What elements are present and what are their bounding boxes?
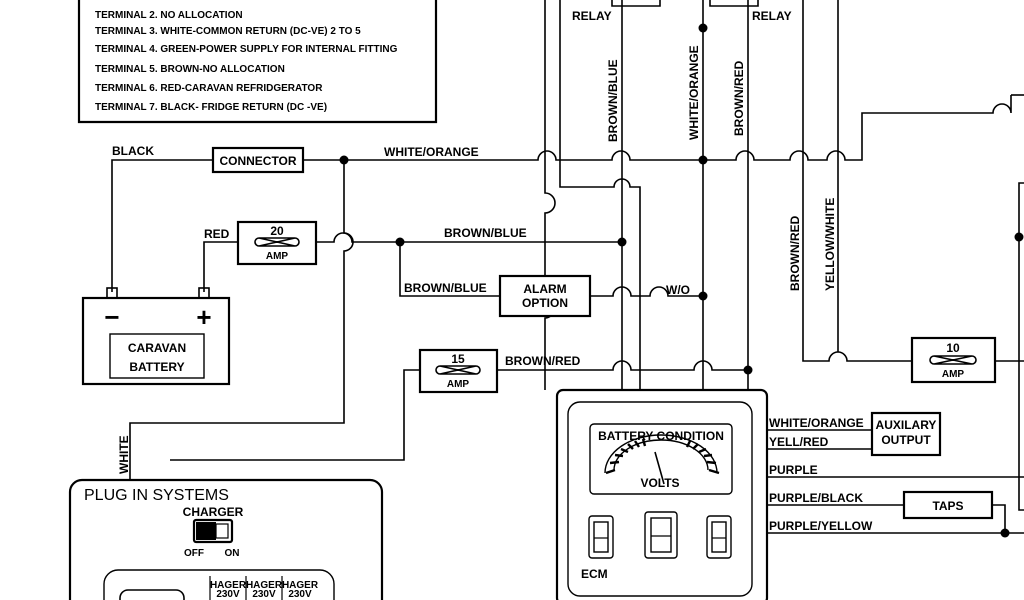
fuse-15-value: 15 [451, 352, 465, 366]
fuse-icon [254, 237, 300, 247]
breaker-label: 230V [252, 589, 276, 600]
alarm-label-line1: ALARM [523, 282, 566, 296]
legend-line: TERMINAL 4. GREEN-POWER SUPPLY FOR INTER… [95, 44, 398, 55]
label-purple-yellow: PURPLE/YELLOW [769, 519, 873, 533]
legend-line: TERMINAL 5. BROWN-NO ALLOCATION [95, 64, 285, 75]
label-brown-blue-vertical: BROWN/BLUE [606, 59, 620, 142]
label-brown-red-right: BROWN/RED [788, 215, 802, 291]
label-red: RED [204, 227, 230, 241]
legend-line: TERMINAL 7. BLACK- FRIDGE RETURN (DC -VE… [95, 102, 327, 113]
fuse-20-unit: AMP [266, 251, 289, 262]
wire-red [203, 241, 238, 292]
junctions [339, 23, 1024, 538]
charger-switch[interactable] [192, 518, 234, 544]
alarm-option-box: ALARM OPTION [498, 274, 592, 318]
label-yellow-white-right: YELLOW/WHITE [823, 198, 837, 291]
label-brown-red: BROWN/RED [505, 354, 581, 368]
battery-label-line2: BATTERY [129, 360, 184, 374]
taps-label: TAPS [932, 499, 963, 513]
ecm-switch-center[interactable] [644, 511, 678, 559]
terminal-legend: TERMINAL 2. NO ALLOCATION TERMINAL 3. WH… [77, 0, 438, 124]
wire-brown-red-lower [497, 360, 748, 371]
wire-labels: BLACK RED WHITE/ORANGE BROWN/BLUE BROWN/… [112, 45, 873, 533]
charger-on-label: ON [225, 548, 240, 559]
breaker-label: 230V [216, 589, 240, 600]
legend-line: TERMINAL 2. NO ALLOCATION [95, 10, 243, 21]
label-brown-red-vertical: BROWN/RED [732, 60, 746, 136]
fuse-10-unit: AMP [942, 369, 965, 380]
legend-line: TERMINAL 3. WHITE-COMMON RETURN (DC-VE) … [95, 26, 361, 37]
meter-unit: VOLTS [640, 476, 679, 490]
wire-runs [111, 0, 1024, 534]
connector-box: CONNECTOR [211, 146, 305, 174]
meter-title: BATTERY CONDITION [598, 429, 724, 443]
fuse-icon [929, 355, 977, 365]
aux-label-line1: AUXILARY [876, 418, 937, 432]
label-white-orange-vertical: WHITE/ORANGE [687, 45, 701, 140]
relay-right-label: RELAY [752, 9, 792, 23]
label-purple-black: PURPLE/BLACK [769, 491, 863, 505]
fuse-15-amp: 15 AMP [418, 348, 499, 394]
breaker-label: HAGER [246, 580, 283, 591]
relay-left: RELAY [572, 0, 661, 23]
legend-line: TERMINAL 6. RED-CARAVAN REFRIDGERATOR [95, 83, 323, 94]
connector-label: CONNECTOR [219, 154, 296, 168]
fuse-10-amp: 10 AMP [910, 336, 997, 384]
breaker-label: HAGER [210, 580, 247, 591]
label-purple: PURPLE [769, 463, 818, 477]
plug-in-title: PLUG IN SYSTEMS [84, 487, 229, 504]
ecm-label: ECM [581, 567, 608, 581]
label-yell-red: YELL/RED [769, 435, 829, 449]
breaker-label: HAGER [282, 580, 319, 591]
label-white-orange-ecm: WHITE/ORANGE [769, 416, 864, 430]
breaker-label: 230V [288, 589, 312, 600]
fuse-icon [435, 365, 481, 375]
taps-box: TAPS [902, 490, 994, 520]
label-white-orange: WHITE/ORANGE [384, 145, 479, 159]
ecm-switch-left[interactable] [588, 515, 614, 559]
ecm-switch-right[interactable] [706, 515, 732, 559]
label-black: BLACK [112, 144, 154, 158]
wire-brown-blue-alarm [399, 242, 500, 297]
label-brown-blue-alarm: BROWN/BLUE [404, 281, 487, 295]
charger-label: CHARGER [183, 505, 244, 519]
battery-minus-sign: − [104, 302, 119, 332]
wire-white [129, 160, 354, 480]
wire-black [111, 159, 213, 292]
wire-brown-red-right [802, 0, 912, 362]
ecm-unit: BATTERY CONDITION VOLTS ECM [555, 388, 769, 600]
gauge-scale [604, 434, 720, 485]
fuse-20-amp: 20 AMP [236, 220, 318, 266]
fuse-15-unit: AMP [447, 379, 470, 390]
wire-15a-lead [170, 369, 420, 461]
battery-condition-meter [589, 423, 733, 495]
relay-right: RELAY [709, 0, 792, 23]
wire-brown-blue [316, 232, 622, 243]
auxiliary-output-box: AUXILARY OUTPUT [870, 411, 942, 457]
battery-plus-sign: + [196, 302, 211, 332]
label-brown-blue: BROWN/BLUE [444, 226, 527, 240]
caravan-battery: − + CARAVAN BATTERY [81, 287, 231, 386]
battery-label-line1: CARAVAN [128, 341, 186, 355]
gauge-needle [654, 451, 665, 485]
alarm-label-line2: OPTION [522, 296, 568, 310]
charger-off-label: OFF [184, 548, 204, 559]
label-white: WHITE [117, 435, 131, 474]
relay-left-label: RELAY [572, 9, 612, 23]
label-w-o: W/O [666, 283, 690, 297]
aux-label-line2: OUTPUT [881, 433, 931, 447]
fuse-10-value: 10 [946, 341, 960, 355]
plug-in-systems: PLUG IN SYSTEMS CHARGER OFF ON HAGER 230… [68, 478, 384, 600]
fuse-20-value: 20 [270, 224, 284, 238]
